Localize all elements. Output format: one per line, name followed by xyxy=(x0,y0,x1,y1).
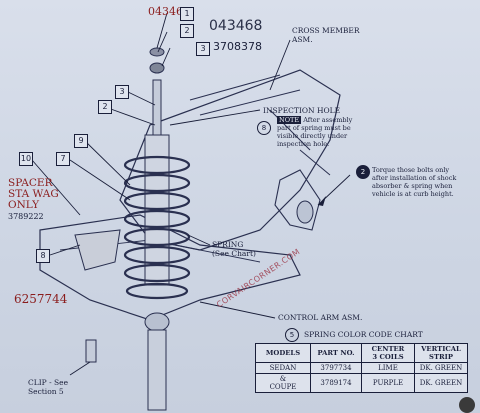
torque-note: Torque those bolts only after installati… xyxy=(372,166,456,198)
bushing-right xyxy=(296,200,314,224)
cell-part: 3797734 xyxy=(310,362,362,374)
spacer-line-3: ONLY xyxy=(8,199,40,211)
nut-top xyxy=(149,47,165,57)
table-row: & COUPE 3789174 PURPLE DK. GREEN xyxy=(255,373,468,393)
cross-member-outline xyxy=(119,69,341,251)
lower-mount xyxy=(144,312,170,332)
inspection-title: INSPECTION HOLE xyxy=(263,106,341,115)
cell-model: SEDAN xyxy=(255,362,311,374)
spring-line-1: SPRING xyxy=(212,240,244,249)
cell-center: PURPLE xyxy=(361,373,415,393)
spacer-line-1: SPACER xyxy=(8,177,53,189)
table-row: SEDAN 3797734 LIME DK. GREEN xyxy=(255,362,468,374)
leader-lines xyxy=(31,12,351,376)
cell-center: LIME xyxy=(361,362,415,374)
cross-member-detail xyxy=(189,74,331,176)
inspection-note: NOTE After assembly part of spring must … xyxy=(277,116,352,148)
chart-circle: 5 xyxy=(285,328,299,342)
torque-line-1: Torque those bolts only xyxy=(372,166,450,174)
callout-8: 8 xyxy=(36,249,50,263)
spacer-part: 3789222 xyxy=(8,212,44,221)
torque-line-3: absorber & spring when xyxy=(372,182,453,190)
th-vertical: VERTICAL STRIP xyxy=(414,343,468,363)
callout-2-left: 2 xyxy=(98,100,112,114)
cell-part: 3789174 xyxy=(310,373,362,393)
spring-coils xyxy=(123,155,191,300)
inspection-line-2: part of spring must be xyxy=(277,124,351,132)
part-3708378: 3708378 xyxy=(213,40,262,53)
spacer-label: SPACER STA WAG ONLY xyxy=(8,178,59,211)
inspection-line-3: visible directly under xyxy=(277,132,348,140)
torque-circle: 2 xyxy=(356,165,370,179)
torque-arrow xyxy=(318,196,326,206)
table-header-row: MODELS PART NO. CENTER 3 COILS VERTICAL … xyxy=(255,343,468,363)
callout-9: 9 xyxy=(74,134,88,148)
th-part-no: PART NO. xyxy=(310,343,362,363)
th-center: CENTER 3 COILS xyxy=(361,343,415,363)
note-tag: NOTE xyxy=(277,116,302,124)
bracket-outline xyxy=(274,169,321,231)
inspection-line-4: inspection hole. xyxy=(277,140,330,148)
cell-vertical: DK. GREEN xyxy=(414,373,468,393)
torque-line-2: after installation of shock xyxy=(372,174,457,182)
cross-member-label: CROSS MEMBER ASM. xyxy=(292,26,360,44)
clip-line-1: CLIP - See xyxy=(28,378,69,387)
inspection-circle: 8 xyxy=(257,121,271,135)
chart-title: SPRING COLOR CODE CHART xyxy=(304,330,423,339)
corner-icon xyxy=(459,397,475,413)
spring-line-2: (See Chart) xyxy=(212,249,256,258)
callout-10: 10 xyxy=(19,152,33,166)
spring-color-table: MODELS PART NO. CENTER 3 COILS VERTICAL … xyxy=(255,343,468,393)
clip-part xyxy=(85,339,97,363)
callout-3-left: 3 xyxy=(115,85,129,99)
clip-line-2: Section 5 xyxy=(28,387,64,396)
control-arm-label: CONTROL ARM ASM. xyxy=(278,313,363,322)
callout-1: 1 xyxy=(180,7,194,21)
grommet-top xyxy=(149,62,165,74)
inspection-line-1: After assembly xyxy=(303,116,353,124)
callout-3-top: 3 xyxy=(196,42,210,56)
cell-model: & COUPE xyxy=(255,373,311,393)
part-043469: 043469 xyxy=(148,5,190,18)
spacer-pad xyxy=(74,229,121,271)
callout-2-top: 2 xyxy=(180,24,194,38)
spring-label: SPRING (See Chart) xyxy=(212,240,256,258)
part-043468: 043468 xyxy=(209,18,263,34)
torque-line-4: vehicle is at curb height. xyxy=(372,190,454,198)
spacer-line-2: STA WAG xyxy=(8,188,59,200)
part-6257744: 6257744 xyxy=(14,292,68,306)
th-models: MODELS xyxy=(255,343,311,363)
clip-label: CLIP - See Section 5 xyxy=(28,378,68,396)
shock-rod xyxy=(152,79,162,136)
callout-7: 7 xyxy=(56,152,70,166)
lower-shaft xyxy=(147,329,167,411)
cell-vertical: DK. GREEN xyxy=(414,362,468,374)
